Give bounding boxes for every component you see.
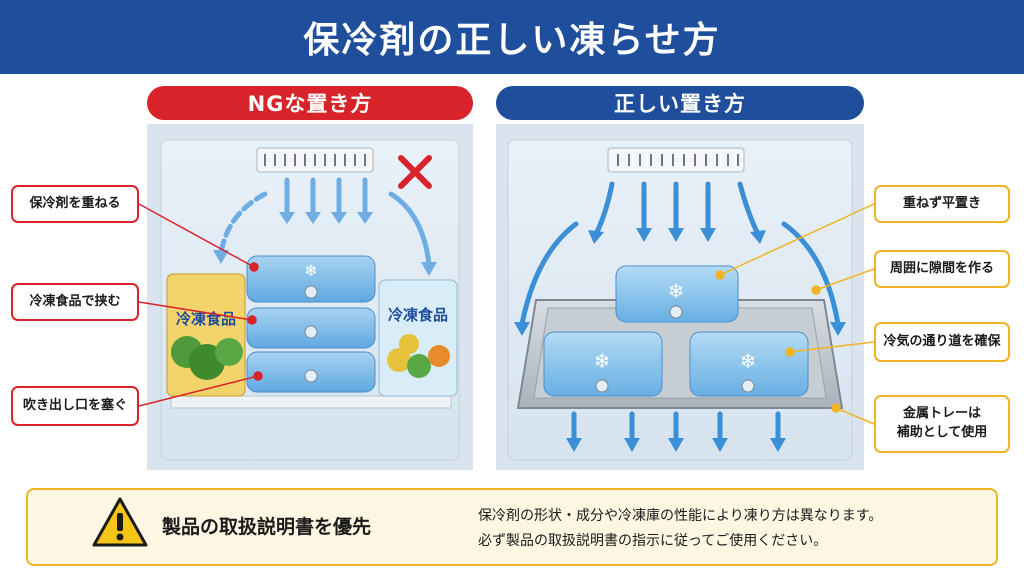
notice-box	[26, 488, 998, 566]
correct-placement-label: 正しい置き方	[496, 86, 864, 120]
correct-freezer-illustration: ❄ ❄ ❄	[496, 124, 864, 470]
cross-mark-icon	[398, 155, 432, 189]
notice-title: 製品の取扱説明書を優先	[162, 516, 372, 538]
callout-stacking: 保冷剤を重ねる	[11, 185, 139, 223]
notice-line-1: 保冷剤の形状・成分や冷凍庫の性能により凍り方は異なります。	[478, 508, 883, 524]
page-title: 保冷剤の正しい凍らせ方	[0, 0, 1024, 74]
snowflake-icon: ❄	[594, 349, 611, 373]
svg-text:冷凍食品: 冷凍食品	[388, 306, 448, 324]
svg-text:冷凍食品: 冷凍食品	[176, 310, 236, 328]
air-vent	[607, 147, 745, 173]
frozen-food-bag-right: 冷凍食品	[378, 279, 458, 397]
notice-line-2: 必ず製品の取扱説明書の指示に従ってご使用ください。	[478, 532, 828, 549]
callout-air-path: 冷気の通り道を確保	[874, 322, 1010, 362]
callout-flat-placement: 重ねず平置き	[874, 185, 1010, 223]
flat-ice-packs: ❄ ❄ ❄	[543, 265, 809, 397]
callout-gap: 周囲に隙間を作る	[874, 250, 1010, 288]
callout-metal-tray-line1: 金属トレーは	[902, 406, 981, 422]
shelf	[170, 395, 452, 409]
stacked-ice-packs: ❄	[246, 255, 376, 393]
callout-metal-tray: 金属トレーは 補助として使用	[874, 395, 1010, 453]
ng-placement-label: NGな置き方	[147, 86, 473, 120]
callout-metal-tray-line2: 補助として使用	[896, 425, 988, 440]
ng-freezer-illustration: 冷凍食品 冷凍食品 ❄	[147, 124, 473, 470]
snowflake-icon: ❄	[740, 349, 757, 373]
frozen-food-bag-left: 冷凍食品	[166, 273, 246, 397]
snowflake-icon: ❄	[304, 261, 317, 280]
warning-icon	[92, 497, 148, 547]
callout-sandwiched: 冷凍食品で挟む	[11, 283, 139, 321]
callout-blocking-vent: 吹き出し口を塞ぐ	[11, 386, 139, 426]
snowflake-icon: ❄	[668, 279, 685, 303]
notice-text: 保冷剤の形状・成分や冷凍庫の性能により凍り方は異なります。 必ず製品の取扱説明書…	[478, 504, 882, 553]
